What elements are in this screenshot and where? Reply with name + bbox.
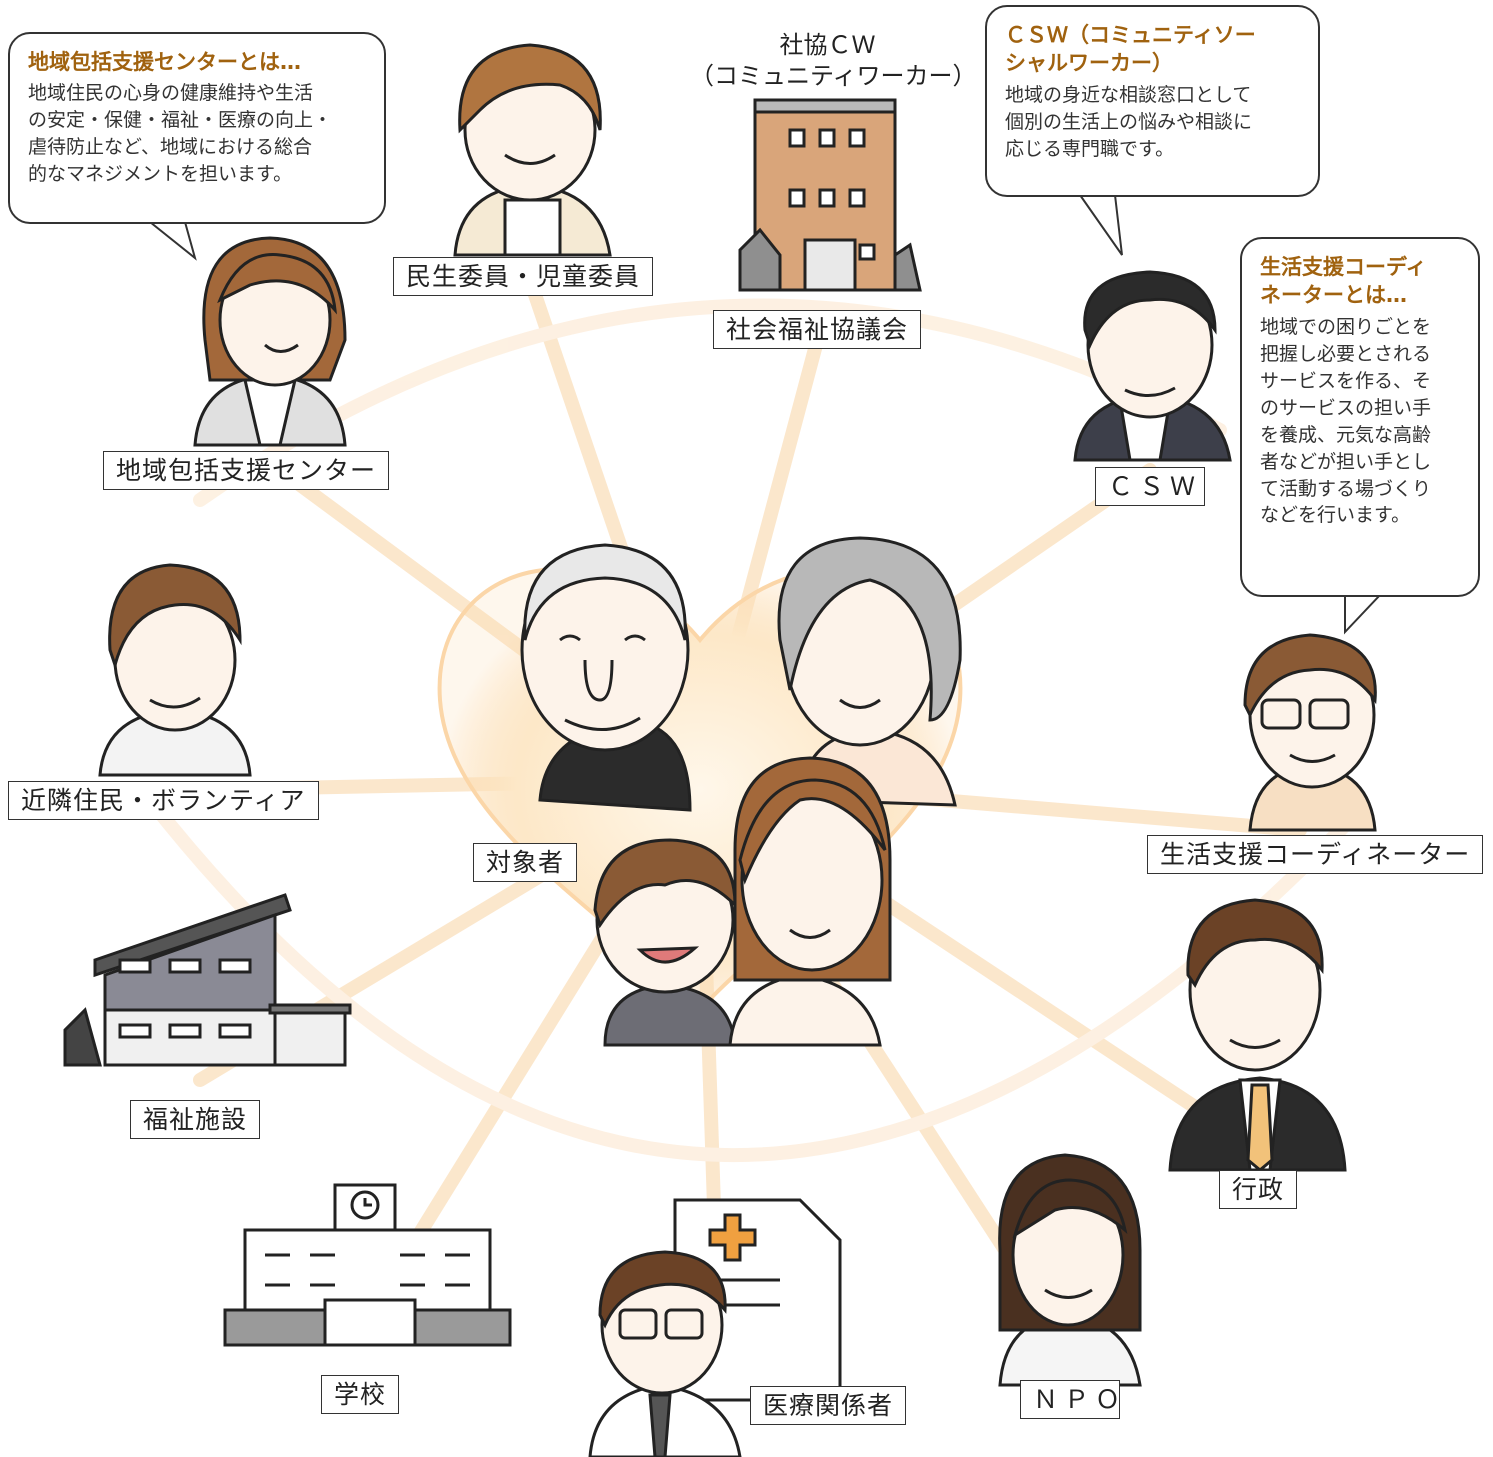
minsei-woman-figure xyxy=(453,43,612,257)
chiiki-explanation-bubble: 地域包括支援センターとは… 地域住民の心身の健康維持や生活 の安定・保健・福祉・… xyxy=(8,32,386,224)
label-seikatsu: 生活支援コーディネーター xyxy=(1147,835,1484,874)
chiiki-bubble-body: 地域住民の心身の健康維持や生活 の安定・保健・福祉・医療の向上・ 虐待防止など、… xyxy=(28,82,333,186)
label-fukushi: 福祉施設 xyxy=(130,1100,261,1139)
gakko-building-figure xyxy=(223,1183,512,1347)
kinrin-man-figure xyxy=(98,563,252,777)
csw-man-figure xyxy=(1073,270,1232,462)
label-shakyo: 社会福祉協議会 xyxy=(713,310,922,349)
seikatsu-bubble-body: 地域での困りごとを 把握し必要とされる サービスを作る、そ のサービスの担い手 … xyxy=(1260,315,1432,527)
seikatsu-bubble-tail xyxy=(1344,594,1383,635)
seikatsu-explanation-bubble: 生活支援コーディ ネーターとは… 地域での困りごとを 把握し必要とされる サービ… xyxy=(1240,237,1480,597)
iryo-doctor-figure xyxy=(588,1250,742,1457)
shakyo-cw-caption: 社協ＣＷ （コミュニティワーカー） xyxy=(690,31,977,91)
label-center: 対象者 xyxy=(473,843,578,882)
seikatsu-man-figure xyxy=(1243,633,1377,832)
label-chiiki: 地域包括支援センター xyxy=(103,451,390,490)
seikatsu-bubble-title: 生活支援コーディ ネーターとは… xyxy=(1260,255,1427,308)
label-iryo: 医療関係者 xyxy=(750,1386,907,1425)
boy-figure xyxy=(593,838,737,1047)
label-kinrin: 近隣住民・ボランティア xyxy=(8,781,319,820)
elderly-man-figure xyxy=(520,543,692,812)
npo-woman-figure xyxy=(998,1153,1142,1387)
fukushi-building-figure xyxy=(63,893,352,1067)
gyosei-man-figure xyxy=(1168,898,1347,1172)
label-npo: ＮＰＯ xyxy=(1020,1380,1120,1419)
chiiki-bubble-tail xyxy=(147,221,197,261)
shakyo-building-figure xyxy=(738,98,922,292)
chiiki-woman-figure xyxy=(193,236,347,447)
csw-bubble-body: 地域の身近な相談窓口として 個別の生活上の悩みや相談に 応じる専門職です。 xyxy=(1005,83,1253,160)
label-csw: ＣＳＷ xyxy=(1095,467,1205,506)
csw-explanation-bubble: ＣＳＷ（コミュニティソー シャルワーカー） 地域の身近な相談窓口として 個別の生… xyxy=(985,5,1320,197)
label-gyosei: 行政 xyxy=(1219,1170,1298,1209)
chiiki-bubble-title: 地域包括支援センターとは… xyxy=(28,50,301,74)
csw-bubble-tail xyxy=(1078,194,1123,256)
csw-bubble-title: ＣＳＷ（コミュニティソー シャルワーカー） xyxy=(1005,23,1256,76)
elderly-woman-figure xyxy=(777,536,962,807)
mother-figure xyxy=(728,756,892,1047)
label-minsei: 民生委員・児童委員 xyxy=(393,257,654,296)
label-gakko: 学校 xyxy=(321,1375,400,1414)
